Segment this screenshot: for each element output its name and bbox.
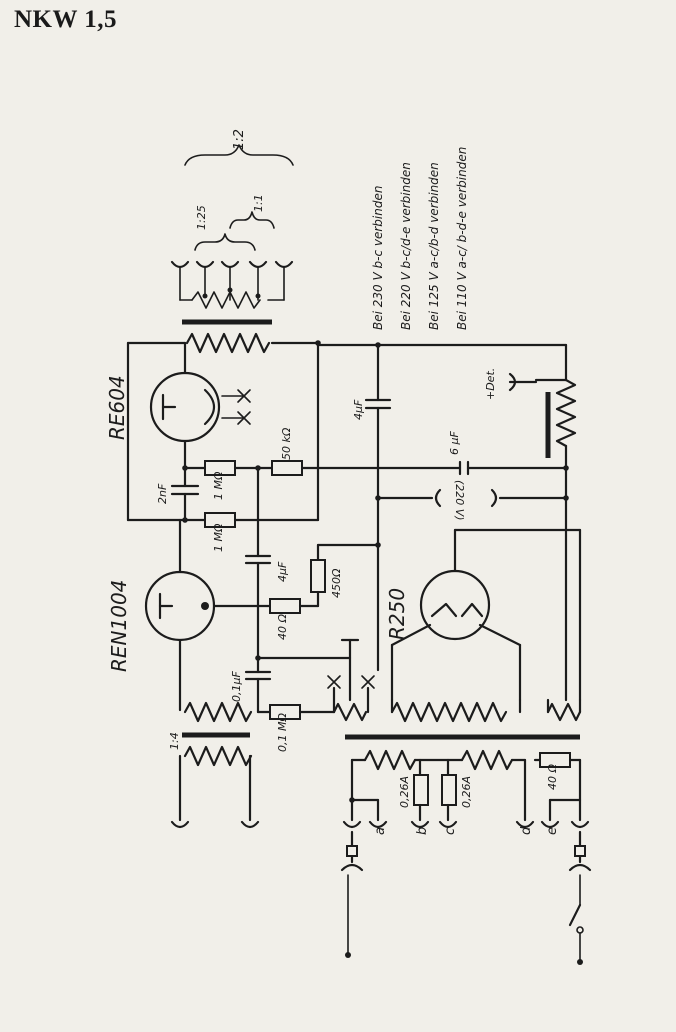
ratio-1-25: 1:25 <box>195 205 208 230</box>
output-transformer <box>179 267 285 354</box>
tube-r250 <box>390 528 582 702</box>
brace-1-25 <box>194 233 256 251</box>
brace-1-2 <box>184 144 294 166</box>
resistor-50k <box>271 460 303 476</box>
capacitor-4uf-top <box>316 342 568 672</box>
label-01m: 0,1 MΩ <box>276 713 289 752</box>
resistor-450 <box>310 559 326 593</box>
label-01uf: 0,1µF <box>230 671 243 702</box>
voltage-notes: Bei 230 V b-c verbinden Bei 220 V b-c/d-… <box>371 147 469 330</box>
tube-label-r250: R250 <box>385 588 409 640</box>
resistor-40-mid <box>269 598 301 614</box>
capacitor-6uf <box>458 460 568 476</box>
mains-plug-left <box>340 830 364 958</box>
label-50k: 50 kΩ <box>280 427 293 460</box>
label-det: +Det. <box>484 368 497 400</box>
ratio-1-4: 1:4 <box>168 732 181 750</box>
mains-switch <box>568 830 592 965</box>
input-transformer <box>170 701 260 829</box>
brace-1-1 <box>229 211 275 229</box>
terminal-a: a <box>373 827 388 835</box>
terminal-d: d <box>519 826 534 835</box>
terminal-b: b <box>415 827 430 835</box>
power-transformer <box>345 734 582 822</box>
label-220v: (220 V) <box>453 480 466 521</box>
label-4uf-mid: 4µF <box>276 561 289 582</box>
label-fuse-2: 0,26A <box>460 776 473 808</box>
label-40-mid: 40 Ω <box>276 614 289 640</box>
tube-label-re604: RE604 <box>105 375 129 440</box>
label-1m-lower: 1 MΩ <box>212 523 225 552</box>
speaker-jacks <box>170 260 294 269</box>
terminal-sockets <box>342 820 590 829</box>
winding-right <box>546 702 582 722</box>
winding-heater <box>390 701 508 723</box>
label-fuse-1: 0,26A <box>398 776 411 808</box>
field-coil <box>508 343 577 702</box>
label-40-bot: 40 Ω <box>546 764 559 790</box>
label-6uf: 6 µF <box>448 431 461 455</box>
voltage-note-4: Bei 110 V a-c/ b-d-e verbinden <box>455 147 469 330</box>
ratio-1-2: 1:2 <box>232 129 247 150</box>
page-title: NKW 1,5 <box>14 6 118 33</box>
capacitor-2nf <box>170 465 200 523</box>
terminal-c: c <box>443 828 458 835</box>
terminal-e: e <box>545 827 560 835</box>
fuse-1 <box>413 774 429 806</box>
voltage-note-3: Bei 125 V a-c/b-d verbinden <box>427 162 441 330</box>
label-2nf: 2nF <box>156 483 169 504</box>
capacitor-4uf-mid <box>244 465 272 660</box>
winding-left <box>332 702 368 722</box>
label-450: 450Ω <box>330 568 343 598</box>
tube-label-ren1004: REN1004 <box>107 580 131 672</box>
ratio-1-1: 1:1 <box>252 194 265 212</box>
label-4uf-top: 4µF <box>352 399 365 420</box>
tube-re604 <box>126 341 251 522</box>
tube-ren1004 <box>144 518 216 712</box>
label-1m-upper: 1 MΩ <box>212 471 225 500</box>
capacitor-01uf <box>244 656 272 714</box>
voltage-note-1: Bei 230 V b-c verbinden <box>371 186 385 330</box>
voltage-note-2: Bei 220 V b-c/d-e verbinden <box>399 162 413 330</box>
fuse-2 <box>441 774 457 806</box>
